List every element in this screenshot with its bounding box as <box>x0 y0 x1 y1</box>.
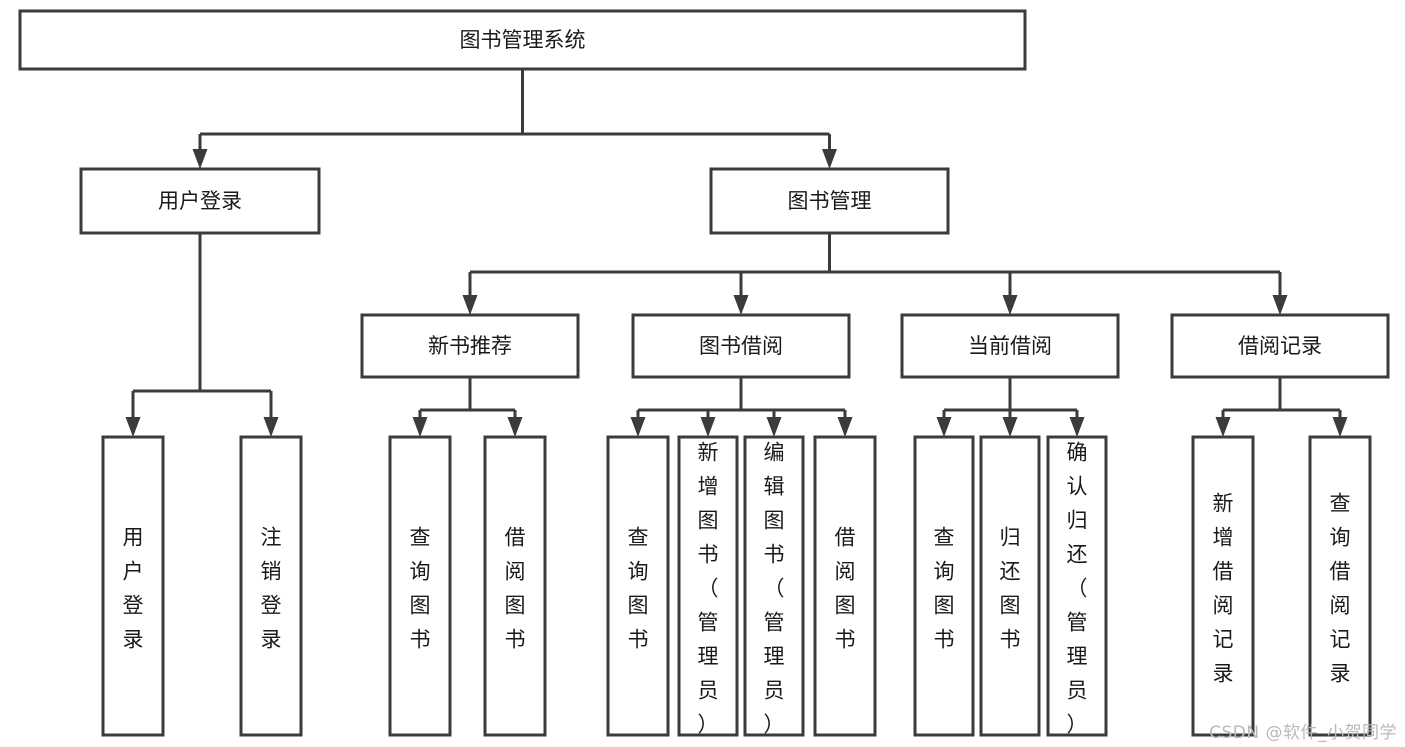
node-borrow-record-label: 借阅记录 <box>1238 334 1322 358</box>
node-leaf-add-record-label: 新增借阅记录 <box>1213 492 1234 686</box>
node-leaf-return-book[interactable]: 归还图书 <box>979 435 1041 737</box>
edge-arrowhead <box>733 295 749 315</box>
edge-arrowhead <box>263 417 279 437</box>
node-leaf-borrow-book-1-rect <box>483 435 547 737</box>
node-leaf-query-book-2-label: 查询图书 <box>628 526 649 652</box>
node-new-book-rec-rect <box>360 313 580 379</box>
node-leaf-user-logout-label: 注销登录 <box>261 526 282 652</box>
edge-arrowhead <box>837 417 853 437</box>
node-leaf-borrow-book-2[interactable]: 借阅图书 <box>813 435 877 737</box>
node-leaf-add-book[interactable]: 新增图书（管理员） <box>677 435 739 737</box>
node-leaf-query-record[interactable]: 查询借阅记录 <box>1308 435 1372 737</box>
node-leaf-borrow-book-1[interactable]: 借阅图书 <box>483 435 547 737</box>
node-borrow-record-rect <box>1170 313 1390 379</box>
node-leaf-query-book-2[interactable]: 查询图书 <box>606 435 670 737</box>
edge-arrowhead <box>1002 417 1018 437</box>
edge-arrowhead <box>1002 295 1018 315</box>
node-leaf-add-record[interactable]: 新增借阅记录 <box>1191 435 1255 737</box>
node-book-borrow-label: 图书借阅 <box>699 334 783 358</box>
edge-arrowhead <box>700 417 716 437</box>
node-leaf-query-book-1-rect <box>388 435 452 737</box>
edge-arrowhead <box>822 149 837 169</box>
node-book-borrow-rect <box>631 313 851 379</box>
node-leaf-add-book-label: 新增图书（管理员） <box>698 441 719 737</box>
node-user-login[interactable]: 用户登录 <box>79 167 321 235</box>
node-leaf-user-login[interactable]: 用户登录 <box>101 435 165 737</box>
node-leaf-query-book-3-label: 查询图书 <box>934 526 955 652</box>
edge-arrowhead <box>412 417 428 437</box>
node-leaf-user-login-label: 用户登录 <box>123 526 144 652</box>
edge-arrowhead <box>1272 295 1288 315</box>
node-leaf-confirm-return[interactable]: 确认归还（管理员） <box>1046 435 1108 737</box>
edge-arrowhead <box>1215 417 1231 437</box>
node-leaf-borrow-book-2-label: 借阅图书 <box>835 526 856 652</box>
node-leaf-edit-book-rect <box>743 435 805 737</box>
node-current-borrow-label: 当前借阅 <box>968 334 1052 358</box>
node-leaf-return-book-rect <box>979 435 1041 737</box>
node-borrow-record[interactable]: 借阅记录 <box>1170 313 1390 379</box>
edge-arrowhead <box>766 417 782 437</box>
node-user-login-rect <box>79 167 321 235</box>
node-leaf-query-book-3[interactable]: 查询图书 <box>913 435 975 737</box>
node-leaf-edit-book-label: 编辑图书（管理员） <box>764 441 785 737</box>
edge-arrowhead <box>192 149 208 169</box>
node-book-borrow[interactable]: 图书借阅 <box>631 313 851 379</box>
node-leaf-query-book-2-rect <box>606 435 670 737</box>
node-leaf-user-login-rect <box>101 435 165 737</box>
node-user-login-label: 用户登录 <box>158 189 242 213</box>
edge-arrowhead <box>936 417 952 437</box>
node-leaf-query-book-1-label: 查询图书 <box>410 526 431 652</box>
edge-arrowhead <box>630 417 646 437</box>
edge-arrowhead <box>1332 417 1348 437</box>
node-leaf-add-book-rect <box>677 435 739 737</box>
edge-arrowhead <box>507 417 523 437</box>
node-leaf-confirm-return-rect <box>1046 435 1108 737</box>
node-leaf-borrow-book-1-label: 借阅图书 <box>505 526 526 652</box>
node-leaf-query-record-rect <box>1308 435 1372 737</box>
edge-arrowhead <box>1069 417 1085 437</box>
node-current-borrow-rect <box>900 313 1120 379</box>
node-root[interactable]: 图书管理系统 <box>18 9 1027 71</box>
node-leaf-add-record-rect <box>1191 435 1255 737</box>
node-leaf-confirm-return-label: 确认归还（管理员） <box>1067 441 1088 737</box>
node-leaf-query-book-3-rect <box>913 435 975 737</box>
node-root-rect <box>18 9 1027 71</box>
node-book-manage-label: 图书管理 <box>788 189 872 213</box>
edge-arrowhead <box>462 295 478 315</box>
node-current-borrow[interactable]: 当前借阅 <box>900 313 1120 379</box>
node-book-manage-rect <box>709 167 950 235</box>
node-leaf-query-record-label: 查询借阅记录 <box>1330 492 1351 686</box>
node-leaf-query-book-1[interactable]: 查询图书 <box>388 435 452 737</box>
node-new-book-rec-label: 新书推荐 <box>428 334 512 358</box>
node-book-manage[interactable]: 图书管理 <box>709 167 950 235</box>
node-new-book-rec[interactable]: 新书推荐 <box>360 313 580 379</box>
node-leaf-return-book-label: 归还图书 <box>1000 526 1021 652</box>
node-leaf-borrow-book-2-rect <box>813 435 877 737</box>
node-leaf-edit-book[interactable]: 编辑图书（管理员） <box>743 435 805 737</box>
edge-arrowhead <box>125 417 141 437</box>
node-root-label: 图书管理系统 <box>460 28 586 52</box>
node-leaf-user-logout-rect <box>239 435 303 737</box>
node-leaf-user-logout[interactable]: 注销登录 <box>239 435 303 737</box>
